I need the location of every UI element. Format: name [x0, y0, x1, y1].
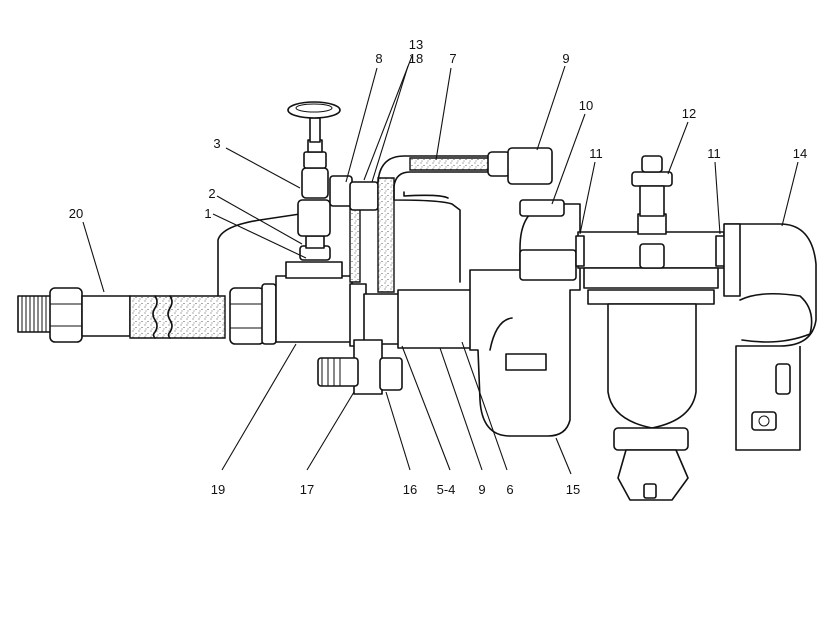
callout-2: 2	[208, 186, 215, 201]
callout-8: 8	[375, 51, 382, 66]
callout-16: 16	[403, 482, 417, 497]
callout-18: 18	[409, 51, 423, 66]
callout-5-4: 5-4	[437, 482, 456, 497]
callout-6: 6	[506, 482, 513, 497]
callout-12: 12	[682, 106, 696, 121]
callout-9-bottom: 9	[478, 482, 485, 497]
callout-15: 15	[566, 482, 580, 497]
cut-valve	[287, 101, 353, 261]
pump-housing	[469, 199, 581, 437]
callout-14: 14	[793, 146, 807, 161]
valve-body	[217, 207, 367, 347]
callout-13: 13	[409, 37, 423, 52]
callout-leaders	[82, 55, 799, 475]
filter-assembly	[575, 155, 727, 501]
callout-11-left: 11	[589, 146, 603, 161]
callout-10: 10	[579, 98, 593, 113]
center-coupling	[317, 289, 481, 395]
outlet-elbow	[723, 223, 817, 451]
callout-19: 19	[211, 482, 225, 497]
callout-numbers: 20 1 2 3 8 13 18 7 9 10 11 12 11 14 19 1…	[69, 37, 807, 497]
callout-11-right: 11	[707, 146, 721, 161]
callout-20: 20	[69, 206, 83, 221]
hose-assembly	[17, 287, 265, 345]
callout-17: 17	[300, 482, 314, 497]
callout-1: 1	[204, 206, 211, 221]
callout-7: 7	[449, 51, 456, 66]
pipe-assembly	[349, 147, 553, 293]
callout-3: 3	[213, 136, 220, 151]
callout-9-top: 9	[562, 51, 569, 66]
